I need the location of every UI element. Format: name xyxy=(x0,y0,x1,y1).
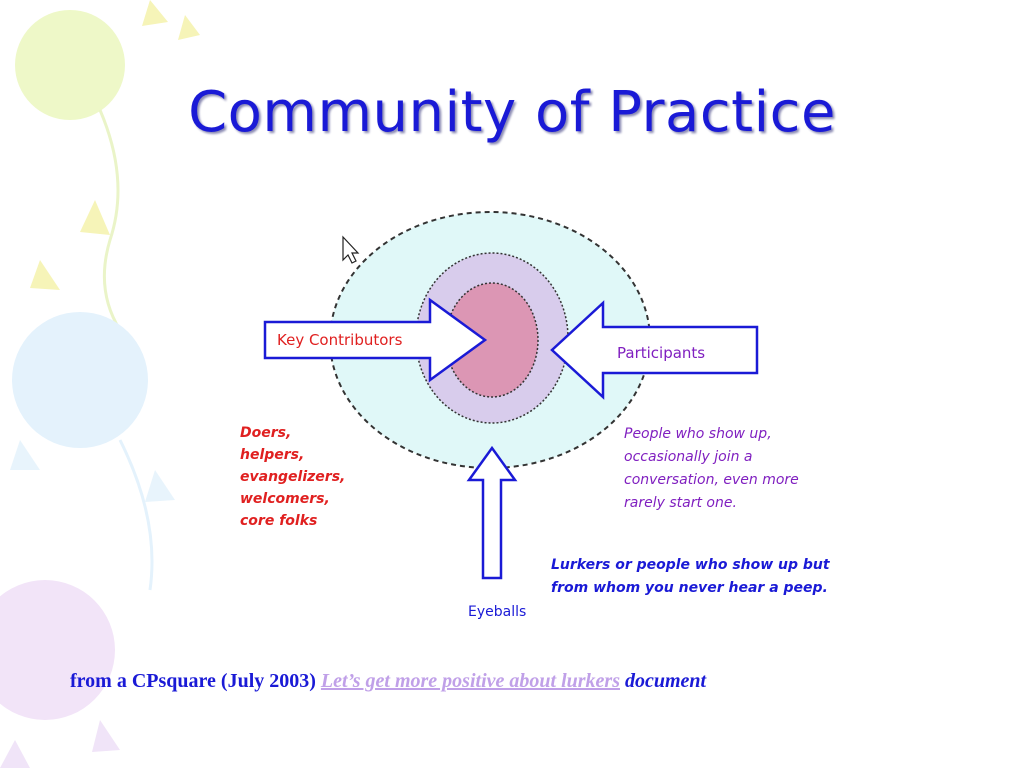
doers-description: Doers, helpers, evangelizers, welcomers,… xyxy=(240,425,345,529)
participants-desc-line: conversation, even more xyxy=(624,472,799,488)
caption-suffix: document xyxy=(624,670,707,692)
doers-line: core folks xyxy=(240,513,317,529)
participants-desc-line: rarely start one. xyxy=(624,495,737,511)
doers-line: evangelizers, xyxy=(240,469,345,485)
participants-arrow xyxy=(550,300,759,400)
caption-prefix: from a CPsquare (July 2003) xyxy=(70,670,316,692)
participants-desc-line: People who show up, xyxy=(624,426,772,442)
eyeballs-arrow xyxy=(466,445,518,580)
balloon-blue xyxy=(10,312,175,591)
balloon-purple xyxy=(0,580,120,768)
mouse-pointer-icon xyxy=(342,235,360,264)
balloon-yellow xyxy=(15,0,200,331)
source-caption: from a CPsquare (July 2003) Let’s get mo… xyxy=(70,670,970,693)
lurkers-desc-line: from whom you never hear a peep. xyxy=(551,580,828,596)
doers-line: Doers, xyxy=(240,425,291,441)
key-contributors-arrow xyxy=(263,297,488,383)
participants-description: People who show up, occasionally join a … xyxy=(624,426,799,511)
participants-desc-line: occasionally join a xyxy=(624,449,753,465)
lurkers-document-link[interactable]: Let’s get more positive about lurkers xyxy=(320,670,620,692)
lurkers-description: Lurkers or people who show up but from w… xyxy=(551,557,831,596)
slide-title: Community of Practice xyxy=(188,80,836,145)
key-contributors-label: Key Contributors xyxy=(277,331,403,349)
doers-line: helpers, xyxy=(240,447,304,463)
eyeballs-label: Eyeballs xyxy=(468,604,526,620)
participants-label: Participants xyxy=(617,344,705,362)
lurkers-desc-line: Lurkers or people who show up but xyxy=(551,557,831,573)
doers-line: welcomers, xyxy=(240,491,330,507)
